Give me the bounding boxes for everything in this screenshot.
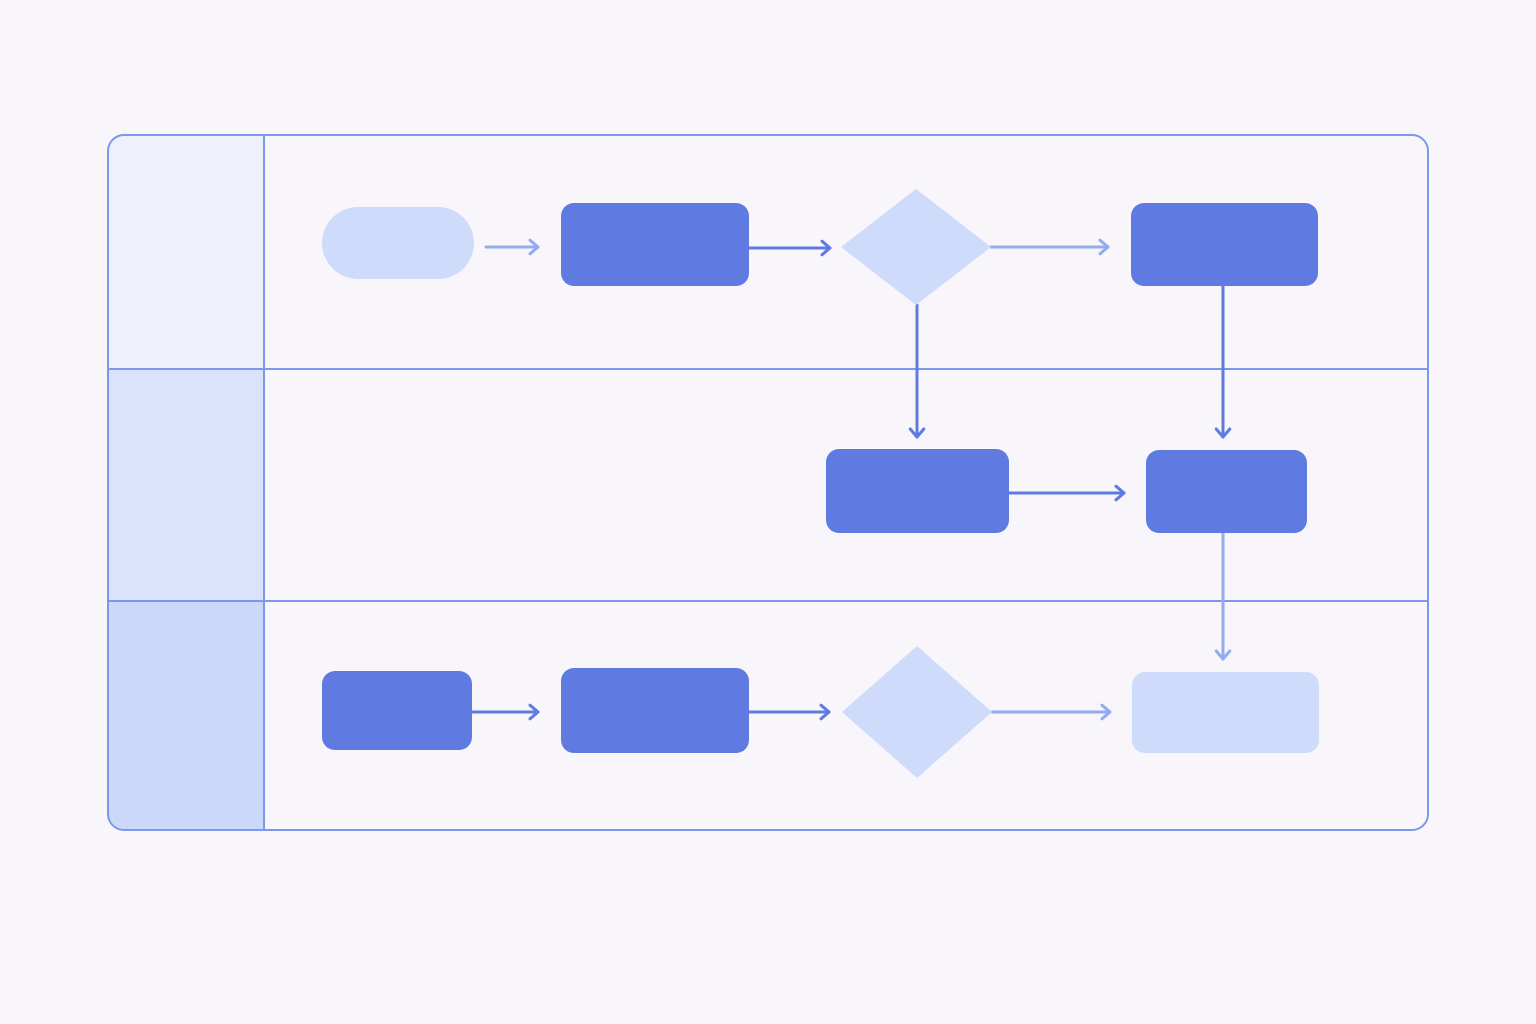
arrowhead-icon xyxy=(528,238,540,256)
arrowhead-icon xyxy=(528,703,540,721)
process-node-end xyxy=(1132,672,1319,753)
arrow-decision-1-to-process-3 xyxy=(908,303,926,439)
arrowhead-icon xyxy=(819,703,831,721)
lane-headers xyxy=(108,135,264,830)
arrowhead-icon xyxy=(1214,427,1232,439)
arrowhead-icon xyxy=(1100,703,1112,721)
arrow-process-6-to-decision-2 xyxy=(747,703,831,721)
arrow-process-2-to-process-4 xyxy=(1214,284,1232,439)
arrowhead-icon xyxy=(1214,649,1232,661)
swimlane-frame xyxy=(107,134,1429,831)
arrowhead-icon xyxy=(1114,484,1126,502)
lane-header-2 xyxy=(108,369,264,601)
arrow-start-to-process-1 xyxy=(484,238,540,256)
arrowhead-icon xyxy=(1098,238,1110,256)
arrow-decision-2-to-end xyxy=(990,703,1112,721)
process-node-process-3 xyxy=(826,449,1009,533)
arrow-process-1-to-decision-1 xyxy=(747,239,832,257)
decision-node-decision-2 xyxy=(842,646,992,778)
arrow-decision-1-to-process-2 xyxy=(989,238,1110,256)
connectors xyxy=(470,238,1232,721)
nodes xyxy=(322,189,1319,778)
terminal-node-start xyxy=(322,207,474,279)
process-node-process-4 xyxy=(1146,450,1307,533)
arrowhead-icon xyxy=(908,427,926,439)
arrow-process-3-to-process-4 xyxy=(1007,484,1126,502)
process-node-process-6 xyxy=(561,668,749,753)
lane-header-1 xyxy=(108,135,264,369)
lane-header-3 xyxy=(108,601,264,830)
process-node-process-2 xyxy=(1131,203,1318,286)
process-node-process-1 xyxy=(561,203,749,286)
arrow-process-5-to-process-6 xyxy=(470,703,540,721)
process-node-process-5 xyxy=(322,671,472,750)
frame-border xyxy=(107,134,1429,831)
arrow-process-4-to-end xyxy=(1214,531,1232,661)
arrowhead-icon xyxy=(820,239,832,257)
decision-node-decision-1 xyxy=(841,189,991,305)
